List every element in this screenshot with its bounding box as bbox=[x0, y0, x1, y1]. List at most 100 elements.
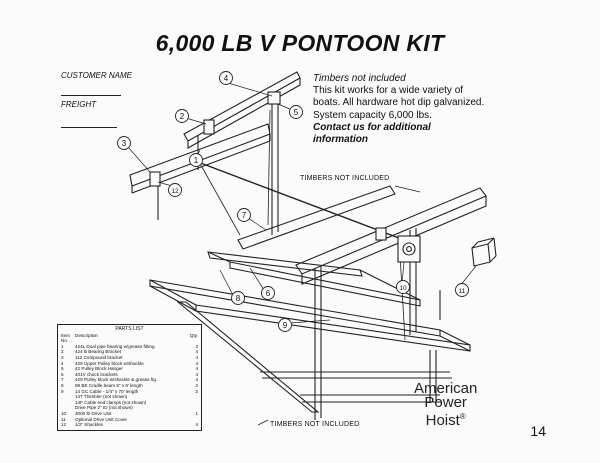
note-line-2: boats. All hardware hot dip galvanized. bbox=[313, 97, 485, 109]
part-description: 112 Compound bracket bbox=[75, 354, 123, 360]
timbers-callout-top: TIMBERS NOT INCLUDED bbox=[300, 175, 390, 182]
kit-note: Timbers not included This kit works for … bbox=[313, 73, 528, 146]
note-line-1: This kit works for a wide variety of bbox=[313, 85, 464, 97]
part-qty: 1 bbox=[195, 410, 198, 416]
part-description: Optional Drive Unit Cover bbox=[75, 416, 128, 422]
part-description: 14F Cable end clamps (not shown) bbox=[75, 399, 147, 405]
marker-6: 6 bbox=[261, 286, 275, 300]
part-qty: 4 bbox=[195, 422, 198, 428]
svg-text:3: 3 bbox=[122, 139, 127, 148]
parts-list-row: 14F Cable end clamps (not shown) bbox=[61, 400, 198, 406]
part-description: 14T Thimbler (not shown) bbox=[75, 394, 128, 400]
marker-4: 4 bbox=[219, 71, 233, 85]
part-qty: 2 bbox=[195, 343, 198, 349]
customer-name-line bbox=[61, 95, 121, 96]
part-item-no: 6 bbox=[61, 371, 64, 377]
header-item-no: Item No. bbox=[61, 332, 70, 344]
bottom-timber bbox=[176, 301, 320, 413]
part-description: 429 Pulley block w/shackle & grease ftg. bbox=[75, 377, 158, 383]
brand-logo: American Power Hoist® bbox=[414, 380, 478, 429]
note-contact-2: information bbox=[313, 134, 368, 146]
part-qty: 2 bbox=[195, 388, 198, 394]
part-description: 14 GC Cable - 1/4" x 70' length bbox=[75, 388, 139, 394]
part-item-no: 11 bbox=[61, 416, 66, 422]
header-description: Description bbox=[75, 332, 98, 338]
part-description: 429 Upper Pulley block w/shackle bbox=[75, 360, 144, 366]
part-item-no: 4 bbox=[61, 360, 64, 366]
part-item-no: 8 bbox=[61, 382, 64, 388]
part-item-no: 9 bbox=[61, 388, 64, 394]
note-heading: Timbers not included bbox=[313, 73, 406, 84]
parts-list-row: 2 424 B Bearing Bracket 4 bbox=[61, 349, 198, 355]
part-qty: 4 bbox=[195, 366, 198, 372]
marker-9: 9 bbox=[278, 318, 292, 332]
marker-5: 5 bbox=[289, 105, 303, 119]
part-description: 1/2" Shackles bbox=[75, 422, 103, 428]
parts-list-row: 4 429 Upper Pulley block w/shackle 4 bbox=[61, 361, 198, 367]
marker-11: 11 bbox=[455, 283, 469, 297]
marker-8: 8 bbox=[231, 291, 245, 305]
parts-list-row: 14T Thimbler (not shown) bbox=[61, 394, 198, 400]
freight-label: FREIGHT bbox=[61, 100, 97, 109]
svg-text:5: 5 bbox=[294, 108, 299, 117]
svg-text:12: 12 bbox=[171, 188, 179, 195]
part-item-no: 5 bbox=[61, 366, 64, 372]
svg-text:8: 8 bbox=[236, 294, 241, 303]
part-item-no: 10 bbox=[61, 410, 67, 416]
svg-text:2: 2 bbox=[180, 112, 185, 121]
note-contact-1: Contact us for additional bbox=[313, 121, 431, 133]
marker-7: 7 bbox=[237, 208, 251, 222]
part-item-no: 12 bbox=[61, 422, 67, 428]
part-qty: 4 bbox=[195, 354, 198, 360]
svg-text:7: 7 bbox=[242, 211, 247, 220]
part-qty: 4 bbox=[195, 349, 198, 355]
svg-text:4: 4 bbox=[224, 74, 229, 83]
parts-list-row: 11 Optional Drive Unit Cover bbox=[61, 417, 198, 423]
part-description: 42 Pulley Block Hanger bbox=[75, 366, 123, 372]
part-qty: 2 bbox=[195, 382, 198, 388]
timbers-callout-bottom: TIMBERS NOT INCLUDED bbox=[270, 421, 360, 428]
part-qty: 4 bbox=[195, 360, 198, 366]
middle-timber bbox=[237, 185, 396, 250]
parts-list-row: 9 14 GC Cable - 1/4" x 70' length 2 bbox=[61, 389, 198, 395]
svg-text:9: 9 bbox=[283, 321, 288, 330]
svg-text:11: 11 bbox=[459, 288, 466, 295]
part-description: 424 B Bearing Bracket bbox=[75, 349, 121, 355]
brand-line-1: American bbox=[414, 380, 478, 397]
part-markers: 1 2 3 4 5 6 7 8 9 10 11 12 bbox=[117, 71, 469, 332]
part-qty: 4 bbox=[195, 377, 198, 383]
marker-2: 2 bbox=[175, 109, 189, 123]
part-item-no: 3 bbox=[61, 354, 64, 360]
page-number: 14 bbox=[530, 423, 546, 439]
parts-list-row: 10 3000 lb Drive Unit 1 bbox=[61, 411, 198, 417]
marker-10: 10 bbox=[396, 280, 410, 294]
marker-12: 12 bbox=[168, 183, 182, 197]
note-line-3: System capacity 6,000 lbs. bbox=[313, 109, 432, 121]
part-description: 3000 lb Drive Unit bbox=[75, 410, 112, 416]
part-description: 99 BE Cradle beam 5" x 9' length bbox=[75, 382, 143, 388]
svg-text:1: 1 bbox=[194, 156, 199, 165]
part-description: Drive Pipe 2" ID (not shown) bbox=[75, 405, 133, 411]
parts-list-title: PARTS LIST bbox=[115, 326, 144, 332]
marker-3: 3 bbox=[117, 136, 131, 150]
customer-name-label: CUSTOMER NAME bbox=[61, 71, 132, 80]
freight-line bbox=[61, 127, 117, 128]
brand-line-2: Power bbox=[424, 394, 467, 411]
brand-line-3: Hoist® bbox=[425, 412, 466, 429]
svg-text:6: 6 bbox=[266, 289, 271, 298]
upper-left-timber bbox=[183, 71, 301, 142]
part-item-no: 1 bbox=[61, 343, 64, 349]
marker-1: 1 bbox=[189, 153, 203, 167]
parts-list-row: Drive Pipe 2" ID (not shown) bbox=[61, 405, 198, 411]
part-item-no: 2 bbox=[61, 349, 64, 355]
parts-list-row: 8 99 BE Cradle beam 5" x 9' length 2 bbox=[61, 383, 198, 389]
parts-list-row: 12 1/2" Shackles 4 bbox=[61, 422, 198, 428]
part-item-no: 7 bbox=[61, 377, 64, 383]
parts-list-header: Item No. Description Qty. bbox=[61, 333, 198, 344]
part-qty: 4 bbox=[195, 371, 198, 377]
svg-text:10: 10 bbox=[399, 285, 407, 292]
